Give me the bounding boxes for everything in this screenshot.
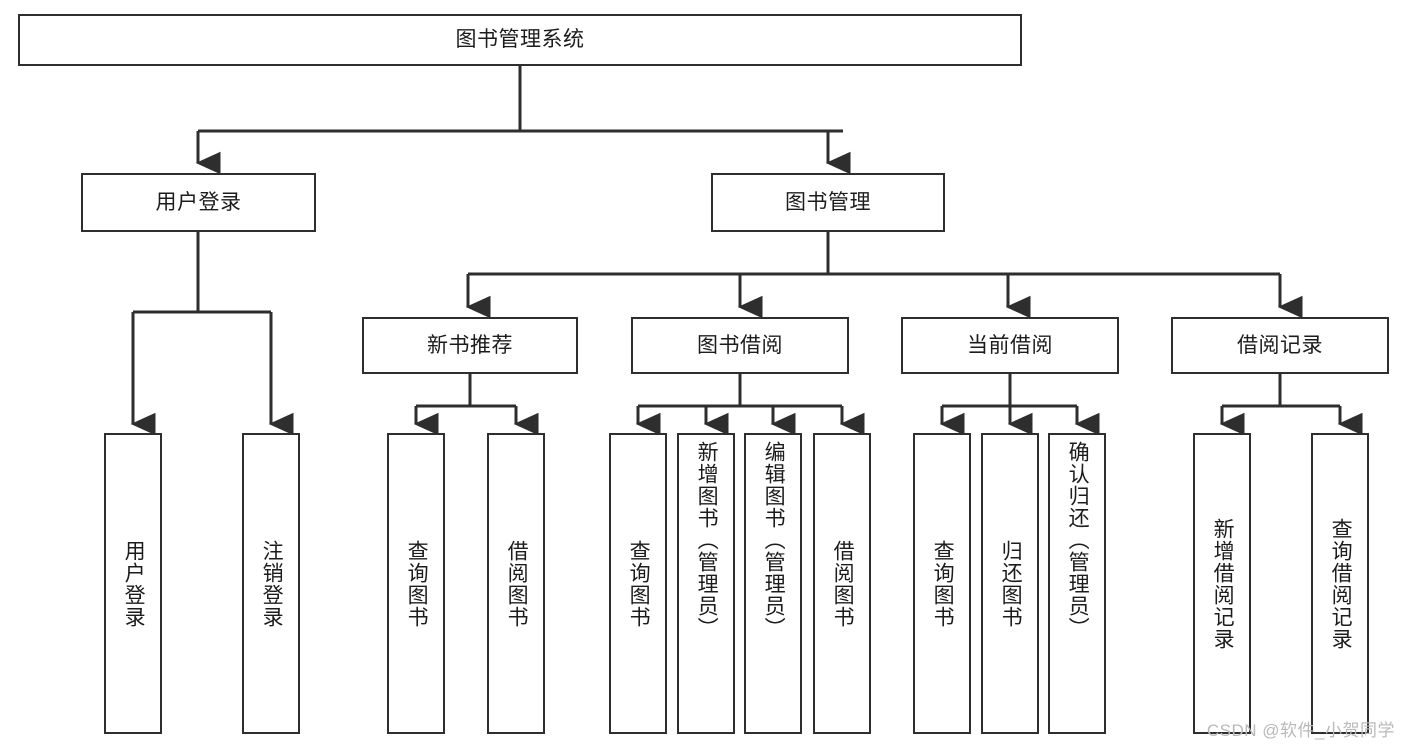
leaf-confirm-return-admin[interactable]: 确认归还（管理员） bbox=[1048, 433, 1106, 734]
leaf-add-borrow-record[interactable]: 新增借阅记录 bbox=[1193, 433, 1251, 734]
leaf-user-login[interactable]: 用户登录 bbox=[104, 433, 162, 734]
node-label: 查询图书 bbox=[405, 539, 429, 628]
node-book-borrow[interactable]: 图书借阅 bbox=[631, 317, 849, 374]
node-label: 借阅记录 bbox=[1237, 333, 1323, 357]
leaf-query-book-current[interactable]: 查询图书 bbox=[913, 433, 971, 734]
node-label: 借阅图书 bbox=[831, 539, 855, 628]
node-current-borrow[interactable]: 当前借阅 bbox=[901, 317, 1119, 374]
node-label: 新书推荐 bbox=[427, 333, 513, 357]
node-label: 新增借阅记录 bbox=[1211, 517, 1235, 650]
node-label: 确认归还（管理员） bbox=[1066, 441, 1090, 639]
leaf-query-borrow-record[interactable]: 查询借阅记录 bbox=[1311, 433, 1369, 734]
node-label: 当前借阅 bbox=[967, 333, 1053, 357]
leaf-borrow-book[interactable]: 借阅图书 bbox=[813, 433, 871, 734]
node-label: 用户登录 bbox=[122, 539, 146, 628]
node-label: 查询图书 bbox=[931, 539, 955, 628]
leaf-user-logout[interactable]: 注销登录 bbox=[242, 433, 300, 734]
node-label: 新增图书（管理员） bbox=[695, 441, 719, 639]
node-label: 查询图书 bbox=[627, 539, 651, 628]
node-label: 图书管理 bbox=[785, 190, 871, 214]
node-new-book-recommend[interactable]: 新书推荐 bbox=[362, 317, 578, 374]
leaf-query-book-borrow[interactable]: 查询图书 bbox=[609, 433, 667, 734]
leaf-query-book-recommend[interactable]: 查询图书 bbox=[387, 433, 445, 734]
node-borrow-record[interactable]: 借阅记录 bbox=[1171, 317, 1389, 374]
node-label: 图书借阅 bbox=[697, 333, 783, 357]
node-label: 查询借阅记录 bbox=[1329, 517, 1353, 650]
node-label: 编辑图书（管理员） bbox=[762, 441, 786, 639]
node-label: 用户登录 bbox=[155, 190, 242, 214]
node-label: 归还图书 bbox=[999, 539, 1023, 628]
node-book-management[interactable]: 图书管理 bbox=[711, 173, 945, 232]
node-label: 图书管理系统 bbox=[455, 28, 585, 52]
node-label: 借阅图书 bbox=[505, 539, 529, 628]
leaf-edit-book-admin[interactable]: 编辑图书（管理员） bbox=[744, 433, 802, 734]
node-label: 注销登录 bbox=[260, 539, 284, 628]
leaf-add-book-admin[interactable]: 新增图书（管理员） bbox=[677, 433, 735, 734]
node-root-system[interactable]: 图书管理系统 bbox=[18, 14, 1022, 66]
leaf-return-book[interactable]: 归还图书 bbox=[981, 433, 1039, 734]
node-user-login[interactable]: 用户登录 bbox=[81, 173, 316, 232]
leaf-borrow-book-recommend[interactable]: 借阅图书 bbox=[487, 433, 545, 734]
